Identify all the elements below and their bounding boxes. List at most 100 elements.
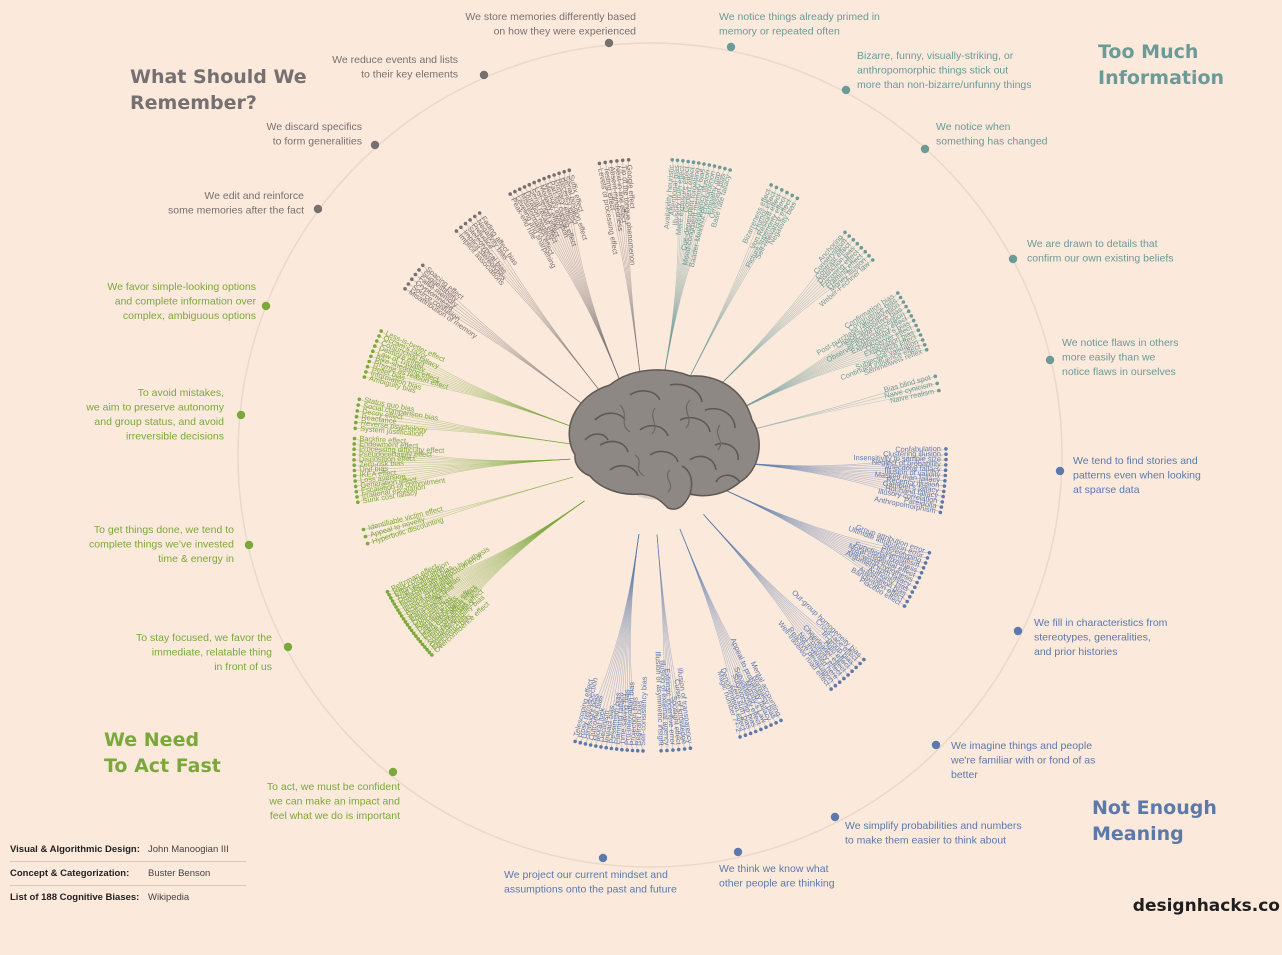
bias-label: Neglect of probability xyxy=(872,457,942,468)
bias-dot xyxy=(916,328,921,333)
branch-line xyxy=(663,163,705,377)
bias-dot xyxy=(665,748,669,753)
svg-text:Information: Information xyxy=(1098,67,1224,89)
branch-line xyxy=(456,230,601,393)
branch-line xyxy=(722,488,920,578)
bias-dot xyxy=(924,348,929,352)
category-annotation: We notice flaws in others more easily tha… xyxy=(1062,337,1179,378)
bias-dot xyxy=(686,159,690,164)
annotation-line: other people are thinking xyxy=(719,878,835,890)
bias-label: Google effect xyxy=(625,164,637,208)
annotation-line: We notice flaws in others xyxy=(1062,337,1179,349)
branch-line xyxy=(376,340,575,428)
annotation-line: confirm our own existing beliefs xyxy=(1027,253,1173,265)
bias-dot xyxy=(697,161,701,165)
annotation-line: We think we know what xyxy=(719,863,829,875)
branch-line xyxy=(407,500,585,626)
bias-dot xyxy=(862,657,866,662)
category-marker xyxy=(931,740,941,750)
bias-dot xyxy=(670,158,674,162)
bias-dot xyxy=(905,599,909,604)
bias-dot xyxy=(604,745,608,750)
branch-line xyxy=(354,438,571,461)
category-marker xyxy=(920,144,930,154)
branch-line xyxy=(721,325,917,419)
svg-text:We Need: We Need xyxy=(104,729,199,751)
annotation-line: We reduce events and lists xyxy=(332,54,458,66)
branch-line xyxy=(722,488,922,574)
branch-line xyxy=(686,184,772,384)
branch-line xyxy=(538,180,621,381)
bias-dot xyxy=(468,218,472,222)
branch-line xyxy=(605,534,640,748)
bias-dot xyxy=(918,333,923,337)
bias-dot xyxy=(859,245,864,250)
bias-dot xyxy=(614,747,619,751)
bias-dot xyxy=(459,225,463,230)
annotation-line: To get things done, we tend to xyxy=(94,524,234,536)
branch-line xyxy=(420,500,585,642)
branch-line xyxy=(729,461,946,476)
branch-line xyxy=(548,176,621,381)
bias-dot xyxy=(901,300,906,304)
branch-line xyxy=(721,329,919,419)
branch-line xyxy=(533,182,621,381)
bias-dot xyxy=(588,743,593,747)
branch-line xyxy=(611,534,640,749)
branch-line xyxy=(422,265,587,408)
branch-line xyxy=(656,534,679,750)
bias-dot xyxy=(410,277,414,282)
annotation-line: more easily than we xyxy=(1062,352,1156,364)
bias-dot xyxy=(421,263,425,268)
bias-dot xyxy=(463,221,468,226)
bias-dot xyxy=(626,158,631,162)
bias-dot xyxy=(943,473,948,478)
branch-line xyxy=(703,514,840,683)
bias-dot xyxy=(356,403,361,407)
bias-dot xyxy=(547,174,551,179)
bias-dot xyxy=(420,642,425,647)
credit-row: Concept & Categorization: Buster Benson xyxy=(10,862,246,886)
annotation-line: better xyxy=(951,769,978,781)
bias-dot xyxy=(385,589,390,594)
branch-line xyxy=(358,404,571,445)
bias-dot xyxy=(919,571,924,575)
annotation-line: complex, ambiguous options xyxy=(123,310,256,322)
branch-line xyxy=(387,500,585,592)
annotation-line: We notice when xyxy=(936,121,1011,133)
bias-label: Disposition effect xyxy=(359,454,415,464)
bias-dot xyxy=(846,673,850,677)
annotation-line: and prior histories xyxy=(1034,646,1117,658)
branch-line xyxy=(569,170,621,381)
annotation-line: we can make an impact and xyxy=(268,796,400,808)
branch-line xyxy=(679,529,782,721)
bias-dot xyxy=(603,160,607,165)
bias-dot xyxy=(425,647,429,652)
bias-dot xyxy=(944,457,948,462)
branch-line xyxy=(721,344,925,419)
branch-line xyxy=(474,216,601,393)
bias-dot xyxy=(527,182,532,187)
annotation-line: we aim to preserve autonomy xyxy=(85,402,224,414)
bias-dot xyxy=(473,214,477,219)
branch-line xyxy=(722,488,910,598)
bias-dot xyxy=(923,561,928,565)
category-marker xyxy=(370,140,380,150)
branch-line xyxy=(509,193,621,381)
branch-line xyxy=(706,243,858,399)
annotation-line: and complete information over xyxy=(115,296,257,308)
svg-text:Not Enough: Not Enough xyxy=(1092,797,1217,819)
bias-dot xyxy=(625,748,629,752)
bias-dot xyxy=(915,580,919,585)
category-markers xyxy=(236,38,1065,863)
bias-dot xyxy=(941,494,945,499)
bias-dot xyxy=(682,747,687,751)
branch-line xyxy=(663,166,715,377)
branch-line xyxy=(706,239,854,399)
branch-line xyxy=(722,488,918,583)
bias-dot xyxy=(671,748,675,752)
branch-line xyxy=(703,514,857,668)
